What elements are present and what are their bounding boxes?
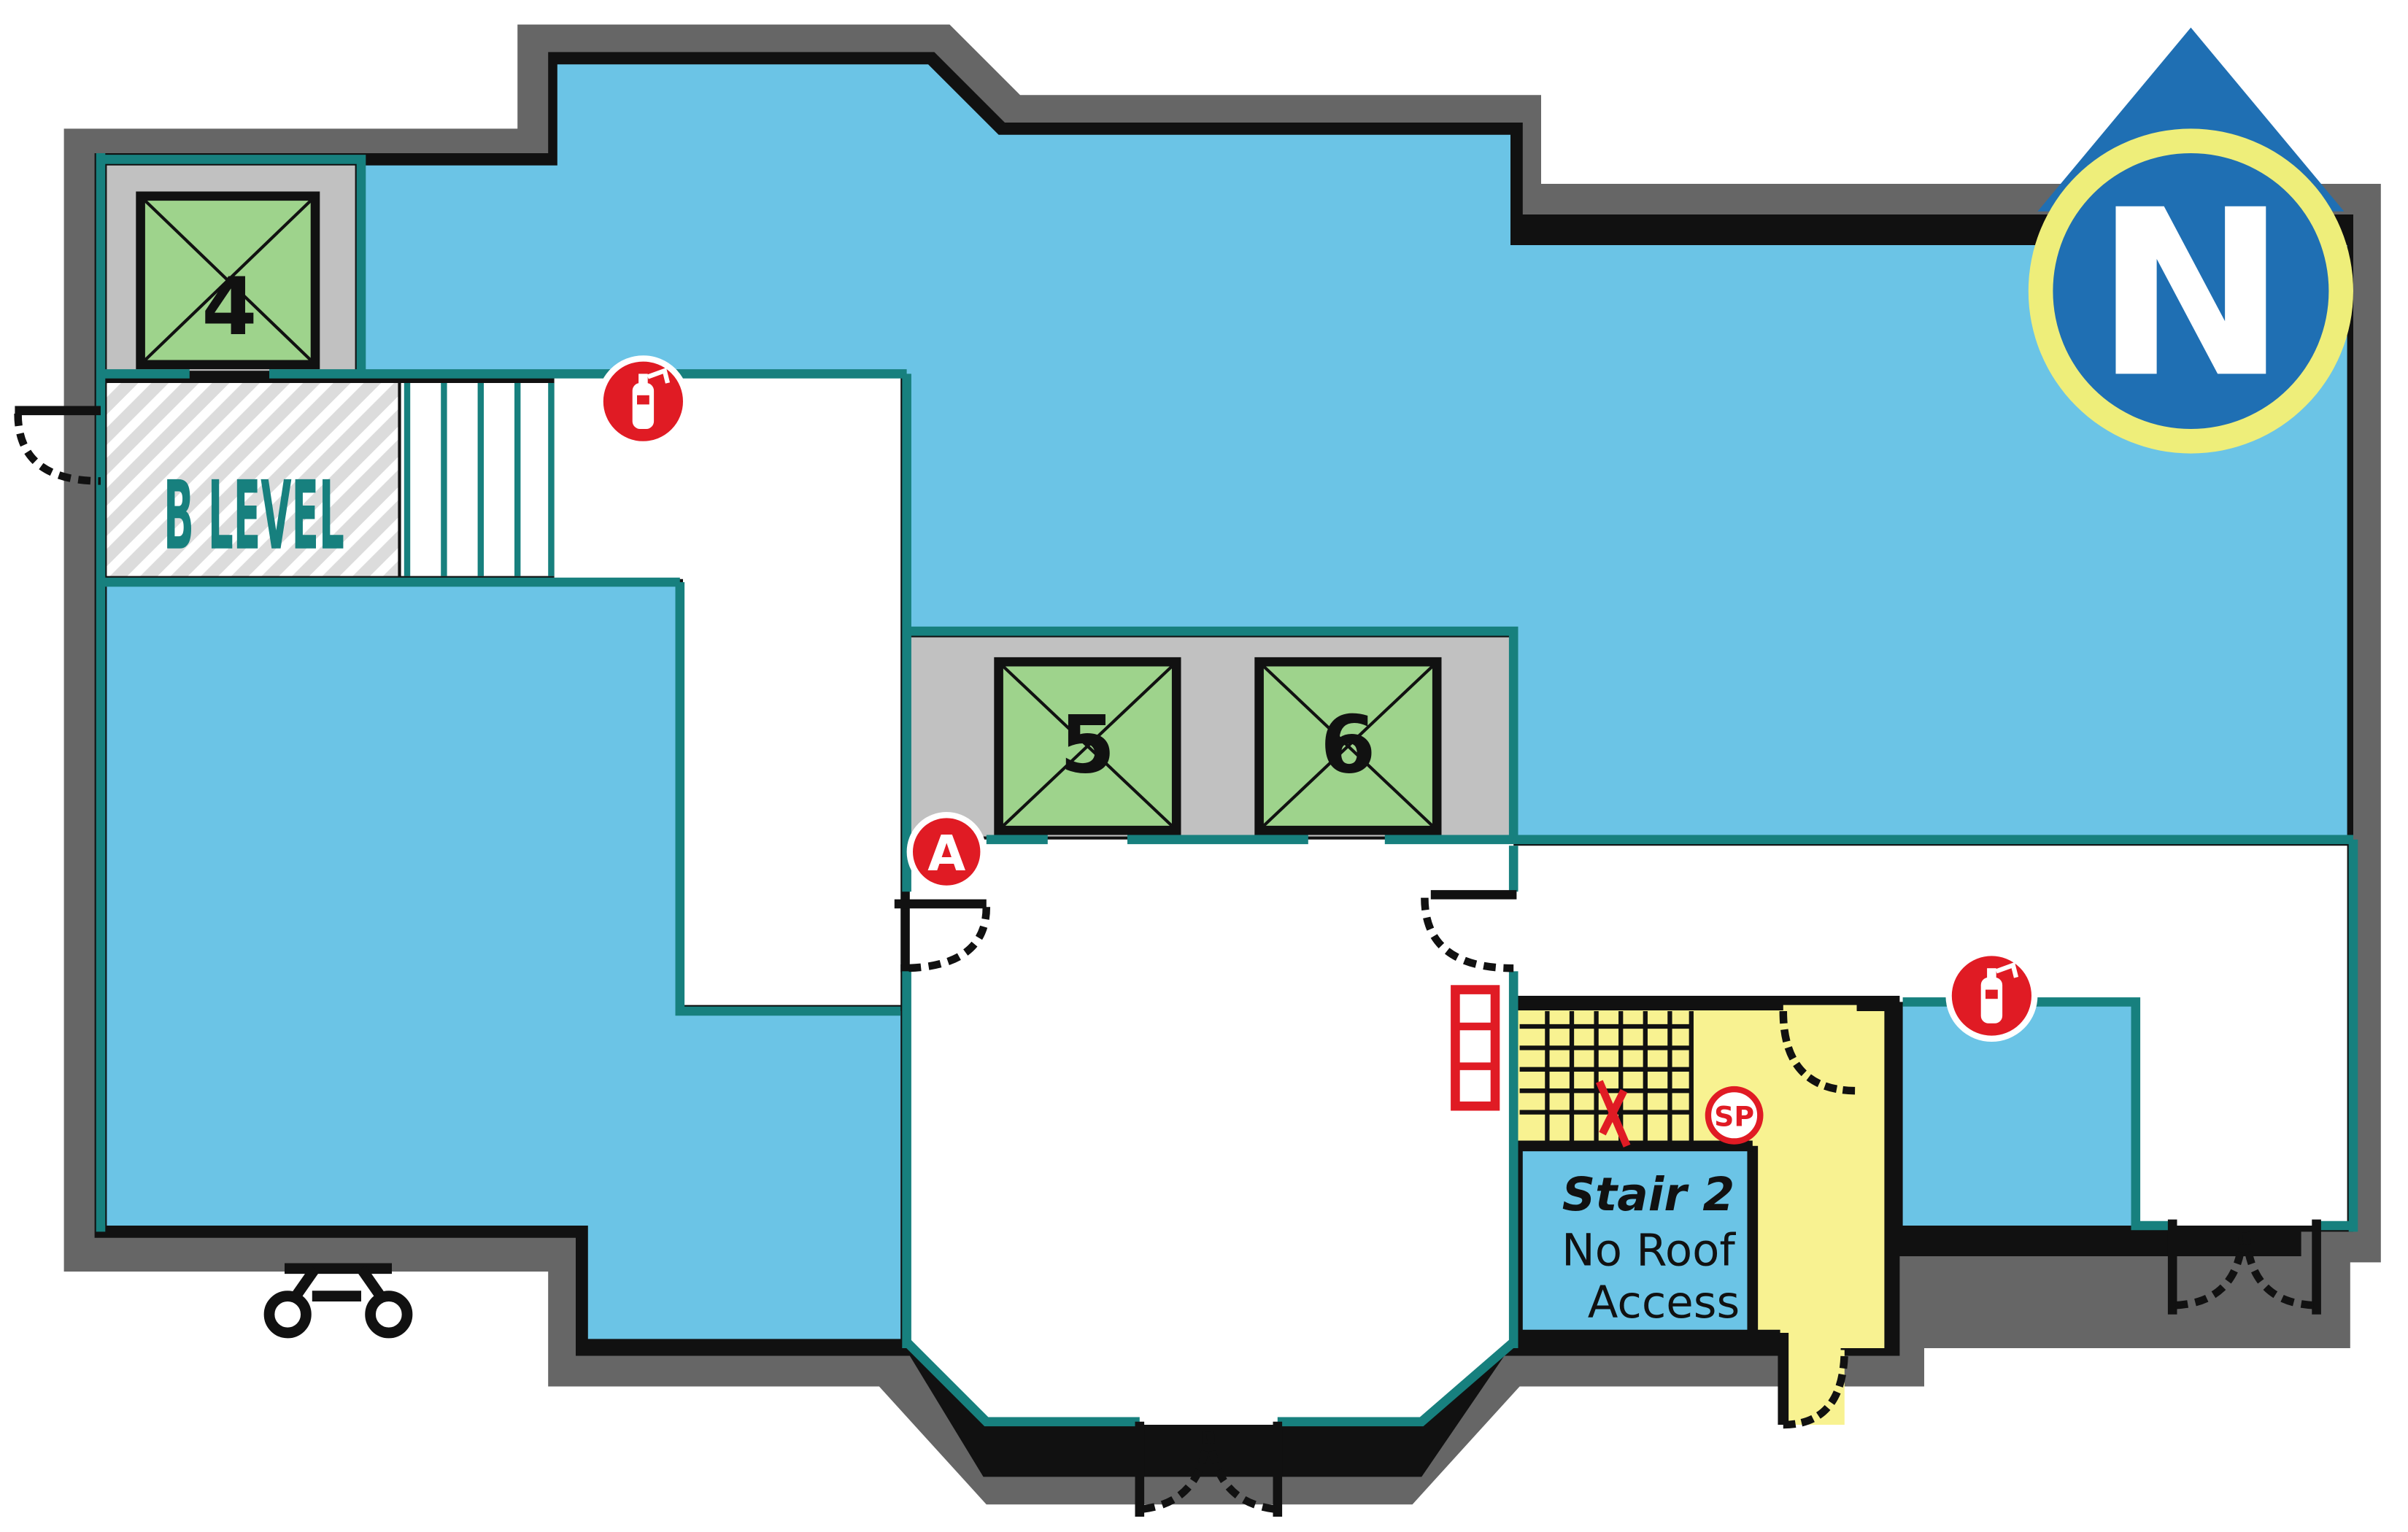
stair-2-treads	[1519, 1011, 1694, 1146]
door-corridor-a	[900, 907, 991, 972]
standpipe-icon: SP	[1705, 1086, 1764, 1145]
stair-2-note-line2: Access	[1588, 1277, 1740, 1328]
room-west	[107, 582, 901, 1339]
north-arrow-icon: N	[2028, 27, 2353, 454]
door-west-exit	[14, 413, 101, 485]
elevator-4: 4	[136, 191, 320, 370]
stair-2-walls	[1516, 999, 1899, 1425]
fire-extinguisher-icon	[597, 355, 690, 448]
door-south-left	[1142, 1424, 1211, 1513]
room-north	[361, 64, 2347, 840]
elevator-6-label: 6	[1320, 698, 1375, 791]
elevator-6: 6	[1254, 657, 1442, 835]
elevator-5: 5	[994, 657, 1181, 835]
doors	[14, 413, 2314, 1513]
north-arrow-label: N	[2095, 161, 2288, 428]
door-southeast-right	[2242, 1225, 2314, 1309]
elevator-4-label: 4	[201, 260, 257, 353]
elevator-5-label: 5	[1060, 698, 1115, 791]
black-wall-segments	[15, 406, 2321, 1517]
door-southeast-left	[2175, 1225, 2247, 1309]
stairs-b-level	[401, 383, 555, 576]
door-lobby-east	[1421, 897, 1514, 972]
room-stair-office	[1522, 1149, 1750, 1330]
no-access-mark	[1595, 1080, 1631, 1148]
corridor-north	[554, 376, 901, 1005]
fire-extinguisher-icon	[1945, 950, 2038, 1042]
stair-2-door-bottom	[1783, 1347, 1849, 1429]
standpipe-label: SP	[1714, 1101, 1754, 1133]
stair-2-door-top	[1779, 1010, 1857, 1095]
door-south-right	[1206, 1424, 1276, 1513]
stair-2-note-line1: No Roof	[1562, 1225, 1736, 1277]
assembly-marker-label: A	[927, 825, 965, 882]
b-level-area	[107, 383, 398, 576]
room-southeast	[1902, 1005, 2136, 1226]
wheelchair-lift-icon	[263, 1263, 413, 1339]
assembly-marker: A	[906, 812, 987, 892]
fire-alarm-panel	[1451, 985, 1500, 1111]
stair-2-title: Stair 2	[1562, 1168, 1734, 1221]
b-level-label: B LEVEL	[163, 460, 344, 571]
